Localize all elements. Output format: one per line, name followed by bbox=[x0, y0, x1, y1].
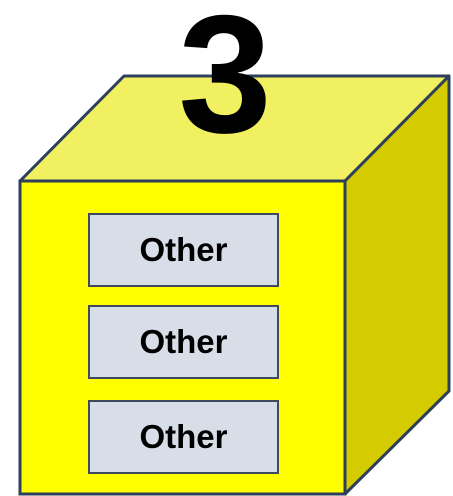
cube-number: 3 bbox=[150, 0, 300, 164]
label-box-1: Other bbox=[88, 213, 279, 287]
label-box-3: Other bbox=[88, 400, 279, 474]
label-box-2: Other bbox=[88, 305, 279, 379]
